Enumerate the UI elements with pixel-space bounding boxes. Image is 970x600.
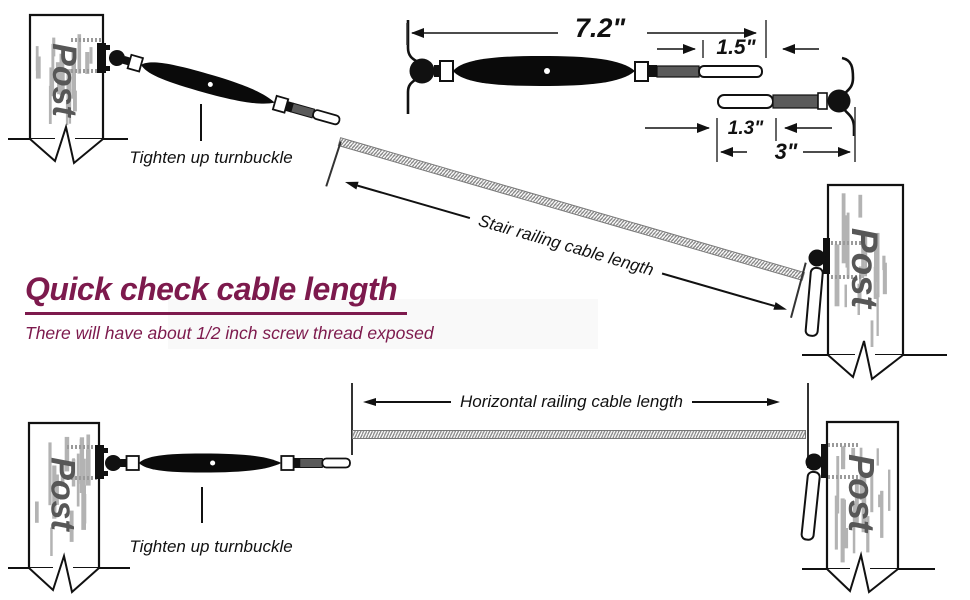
extension-line xyxy=(807,383,809,468)
post-graphic-stair-right xyxy=(802,183,947,381)
mount-bracket xyxy=(95,445,104,479)
horizontal-cable-length-label: Horizontal railing cable length xyxy=(459,392,684,411)
threaded-stud xyxy=(321,457,351,469)
turnbuckle-body xyxy=(141,62,275,104)
post-graphic-bottom-right xyxy=(800,420,935,594)
mount-bracket xyxy=(821,444,828,478)
page-title: Quick check cable length xyxy=(25,271,408,316)
dim-stud-overall: 3" xyxy=(774,139,798,164)
mount-bracket xyxy=(97,43,106,73)
arrow-left-icon xyxy=(343,178,359,190)
threaded-stud xyxy=(312,109,341,126)
post-graphic-bottom-left xyxy=(8,421,130,594)
turnbuckle-detail-diagram xyxy=(406,20,856,162)
tighten-label-horizontal: Tighten up turnbuckle xyxy=(129,537,293,556)
mount-bracket xyxy=(823,238,830,274)
dim-right-thread: 1.5" xyxy=(716,36,756,59)
title-block: Quick check cable length There will have… xyxy=(25,271,434,344)
arrow-right-icon xyxy=(773,302,789,314)
turnbuckle-horizontal xyxy=(105,453,351,473)
page-subtitle: There will have about 1/2 inch screw thr… xyxy=(25,323,434,344)
ball-joint-icon xyxy=(805,453,823,471)
pointer-line xyxy=(200,104,202,141)
arrow-left-icon xyxy=(363,398,376,406)
turnbuckle-body xyxy=(138,453,282,473)
ball-joint-icon xyxy=(105,455,122,471)
extension-line xyxy=(351,383,353,455)
terminal-stud xyxy=(800,470,821,541)
arrow-right-icon xyxy=(767,398,780,406)
dim-turnbuckle-overall: 7.2" xyxy=(574,13,626,43)
threaded-stud xyxy=(698,65,763,78)
terminal-stud xyxy=(804,266,824,337)
extension-line xyxy=(325,141,342,187)
post-graphic-top-left xyxy=(8,13,128,165)
tighten-label-stair: Tighten up turnbuckle xyxy=(129,148,293,167)
stud-rod xyxy=(717,94,774,109)
turnbuckle-stair xyxy=(109,50,341,126)
wood-grain xyxy=(35,34,93,126)
pointer-line xyxy=(201,487,203,523)
dim-stud-thread: 1.3" xyxy=(727,118,764,139)
ball-joint-icon xyxy=(109,50,125,66)
stair-cable-length-label: Stair railing cable length xyxy=(476,211,656,280)
ball-joint-icon xyxy=(409,58,435,84)
wood-grain xyxy=(834,445,891,563)
horizontal-dimension: Horizontal railing cable length xyxy=(363,392,780,412)
post-edge-bracket xyxy=(840,56,856,136)
wood-grain xyxy=(35,434,91,556)
horizontal-cable xyxy=(352,430,806,439)
ball-joint-icon xyxy=(808,249,826,267)
